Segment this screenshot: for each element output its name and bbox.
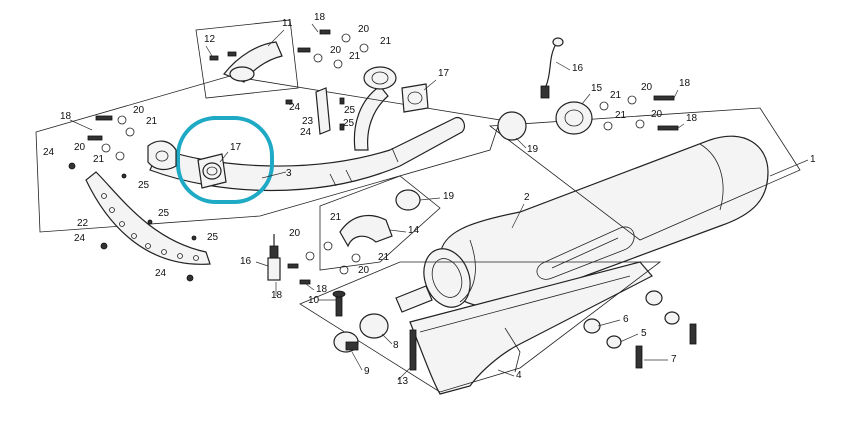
callout-c13: 13	[397, 376, 409, 387]
heat-shield	[409, 261, 653, 395]
head-pipe	[149, 66, 466, 192]
callout-c21h: 21	[378, 252, 390, 263]
callout-c18b: 18	[679, 78, 691, 89]
callout-c21b: 21	[349, 51, 361, 62]
callout-c25b: 25	[343, 118, 355, 129]
callout-c9: 9	[364, 366, 370, 377]
callout-c18d: 18	[60, 111, 72, 122]
callout-c24d: 24	[74, 233, 86, 244]
callout-c21c: 21	[610, 90, 622, 101]
callout-c20f: 20	[74, 142, 86, 153]
callout-c15: 15	[591, 83, 603, 94]
callout-c21e: 21	[146, 116, 158, 127]
boss-15	[555, 101, 593, 135]
callout-c20g: 20	[289, 228, 301, 239]
callout-c20d: 20	[651, 109, 663, 120]
callout-c22: 22	[77, 218, 89, 229]
callout-c21a: 21	[380, 36, 392, 47]
callout-c4: 4	[516, 370, 522, 381]
bolt-13	[409, 329, 417, 371]
fasteners	[68, 29, 679, 285]
muffler-body	[423, 135, 769, 308]
callout-labels: 1234567891011121314151616171718181818181…	[43, 12, 816, 387]
callout-c25a: 25	[344, 105, 356, 116]
callout-c19b: 19	[443, 191, 455, 202]
gasket-17-left	[197, 153, 227, 189]
callout-c16a: 16	[572, 63, 584, 74]
flange-left	[147, 140, 177, 171]
callout-c25d: 25	[158, 208, 170, 219]
bolt-7	[635, 323, 697, 369]
callout-c7: 7	[671, 354, 677, 365]
callout-c21f: 21	[93, 154, 105, 165]
callout-c10: 10	[308, 295, 320, 306]
callout-c17b: 17	[230, 142, 242, 153]
flange-11	[195, 19, 299, 99]
callout-c18e: 18	[271, 290, 283, 301]
callout-c20h: 20	[358, 265, 370, 276]
callout-c20e: 20	[133, 105, 145, 116]
callout-c24e: 24	[155, 268, 167, 279]
callout-c18a: 18	[314, 12, 326, 23]
callout-c11: 11	[282, 18, 293, 29]
bolt-10	[332, 290, 346, 317]
callout-c12: 12	[204, 34, 216, 45]
o2-sensor-bottom	[267, 234, 281, 281]
muffler-outline-frame	[488, 107, 801, 241]
callout-c3: 3	[286, 168, 292, 179]
callout-c18f: 18	[316, 284, 328, 295]
callout-c24c: 24	[43, 147, 55, 158]
callout-c2: 2	[524, 192, 530, 203]
callout-c23: 23	[302, 116, 314, 127]
callout-c1: 1	[810, 154, 816, 165]
callout-c24a: 24	[289, 102, 301, 113]
callout-c5: 5	[641, 328, 647, 339]
highlight-circle	[176, 116, 274, 204]
bracket-23	[315, 87, 331, 135]
catalyst-19	[395, 111, 527, 211]
callout-c20a: 20	[358, 24, 370, 35]
callout-c21g: 21	[330, 212, 342, 223]
callout-c20c: 20	[641, 82, 653, 93]
callout-c8: 8	[393, 340, 399, 351]
callout-c14: 14	[408, 225, 420, 236]
callout-c17a: 17	[438, 68, 450, 79]
callout-c20b: 20	[330, 45, 342, 56]
joint-pipe-8	[359, 285, 433, 339]
clamp-9	[333, 331, 359, 353]
clamp-14	[339, 214, 393, 248]
shield-outline-frame	[299, 261, 662, 393]
leader-lines	[69, 23, 809, 381]
bracket-22	[85, 171, 211, 265]
callout-c19a: 19	[527, 144, 539, 155]
callout-c24b: 24	[300, 127, 312, 138]
rubber-5	[606, 311, 680, 349]
callout-c25e: 25	[207, 232, 219, 243]
gasket-17-upper	[401, 83, 429, 113]
callout-c18c: 18	[686, 113, 698, 124]
callout-c16b: 16	[240, 256, 252, 267]
callout-c25c: 25	[138, 180, 150, 191]
o2-sensor-top	[540, 37, 564, 99]
rubber-6	[583, 290, 663, 334]
callout-c6: 6	[623, 314, 629, 325]
callout-c21d: 21	[615, 110, 627, 121]
